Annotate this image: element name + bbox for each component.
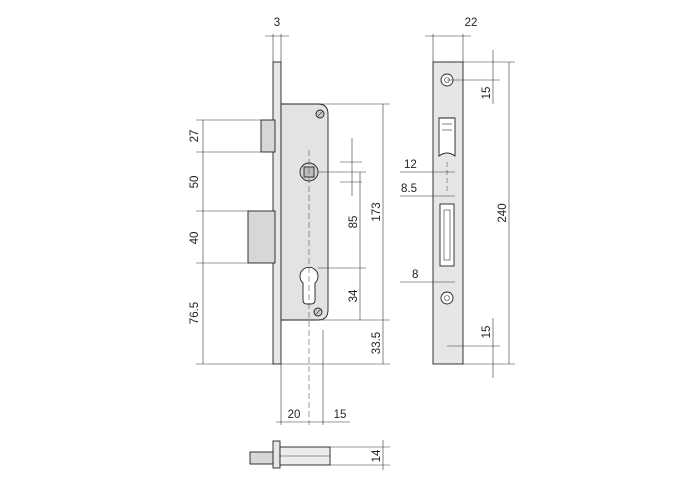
dim-bottom-offset: 76.5 [189,302,201,324]
dim-cylinder-height: 34 [348,289,360,302]
faceplate-screw-bottom [440,291,454,305]
dim-body-height: 173 [371,202,383,221]
dim-hole-top: 15 [481,87,493,100]
front-view: 3 27 50 40 76.5 173 33.5 85 34 20 15 [189,17,390,425]
dim-bolt-height: 40 [189,232,201,245]
dim-bottom-depth: 14 [371,449,383,462]
latch-bolt [260,119,276,153]
bottom-bolt [249,451,274,465]
faceplate-view: 22 15 240 15 12 8.5 8 [400,17,515,378]
dim-cylinder-offset: 15 [334,409,347,421]
dim-cylinder-to-bottom: 33.5 [371,332,383,354]
bottom-forend [272,440,281,469]
faceplate-bolt-opening [439,203,455,267]
dim-backset: 20 [288,409,301,421]
dim-latch-to-bolt: 50 [189,176,201,189]
dim-total-height: 240 [497,203,509,222]
dim-bolt-inner: 8 [412,269,418,281]
dim-thickness-top: 3 [274,17,280,29]
dim-latch-height: 27 [189,130,201,143]
dim-bolt-width: 8.5 [401,183,417,195]
dim-latch-width: 12 [404,159,417,171]
faceplate-latch-opening [438,117,456,157]
dim-faceplate-width: 22 [465,17,478,29]
dim-handle-to-cylinder: 85 [348,216,360,229]
dim-hole-bottom: 15 [481,326,493,339]
dead-bolt [247,210,276,264]
bottom-view: 14 [249,440,390,470]
